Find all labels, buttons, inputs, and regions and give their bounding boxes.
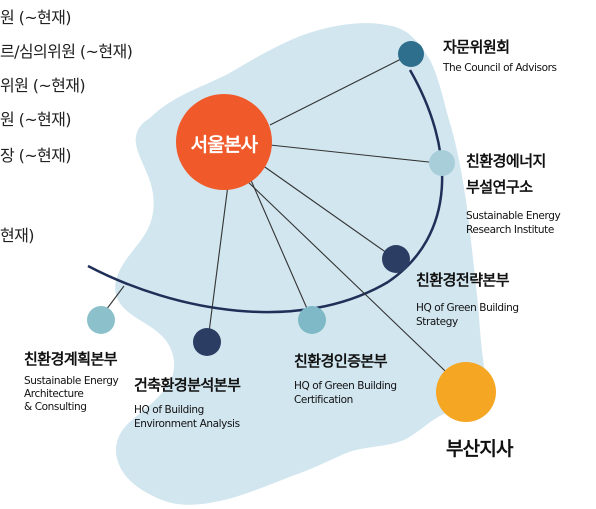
strategy-node [382, 245, 410, 273]
clipped-line-5: 장 (~현재) [0, 146, 72, 165]
clipped-line-2: 르/심의위원 (~현재) [0, 42, 133, 61]
branch-busan-node [436, 362, 496, 422]
strategy-en-line1: HQ of Green Building [416, 302, 519, 314]
energy-institute-ko-line1: 친환경에너지 [466, 152, 546, 170]
energy-institute-ko-line2: 부설연구소 [466, 178, 533, 196]
analysis-en-line1: HQ of Building [134, 404, 204, 416]
energy-institute-node [429, 150, 455, 176]
energy-institute-en-line2: Research Institute [466, 224, 554, 236]
energy-institute-en-line1: Sustainable Energy [466, 210, 561, 222]
branch-busan-label: 부산지사 [446, 438, 514, 460]
certification-en-line2: Certification [294, 394, 353, 406]
certification-ko-label: 친환경인증본부 [294, 352, 388, 370]
advisors-en-label: The Council of Advisors [443, 62, 557, 74]
hq-seoul-label: 서울본사 [190, 134, 259, 156]
strategy-ko-label: 친환경전략본부 [416, 271, 510, 289]
jeju-island-shape [150, 467, 176, 477]
hq-seoul-node [176, 94, 272, 190]
architecture-en-line1: Sustainable Energy [24, 375, 119, 387]
clipped-line-1: 원 (~현재) [0, 8, 72, 27]
certification-node [298, 306, 326, 334]
strategy-en-line2: Strategy [416, 316, 458, 328]
architecture-en-line3: & Consulting [24, 401, 87, 413]
architecture-node [87, 306, 115, 334]
korea-map-shape [115, 23, 488, 505]
architecture-en-line2: Architecture [24, 388, 84, 400]
advisors-ko-label: 자문위원회 [443, 38, 510, 56]
certification-en-line1: HQ of Green Building [294, 380, 397, 392]
clipped-line-3: 위원 (~현재) [0, 76, 86, 95]
advisors-node [398, 41, 424, 67]
analysis-en-line2: Environment Analysis [134, 418, 240, 430]
clipped-line-6: 현재) [0, 226, 34, 245]
analysis-ko-label: 건축환경분석본부 [134, 376, 241, 394]
analysis-node [193, 328, 221, 356]
architecture-ko-label: 친환경계획본부 [24, 350, 118, 368]
clipped-line-4: 원 (~현재) [0, 110, 72, 129]
connector-lines [99, 55, 466, 391]
